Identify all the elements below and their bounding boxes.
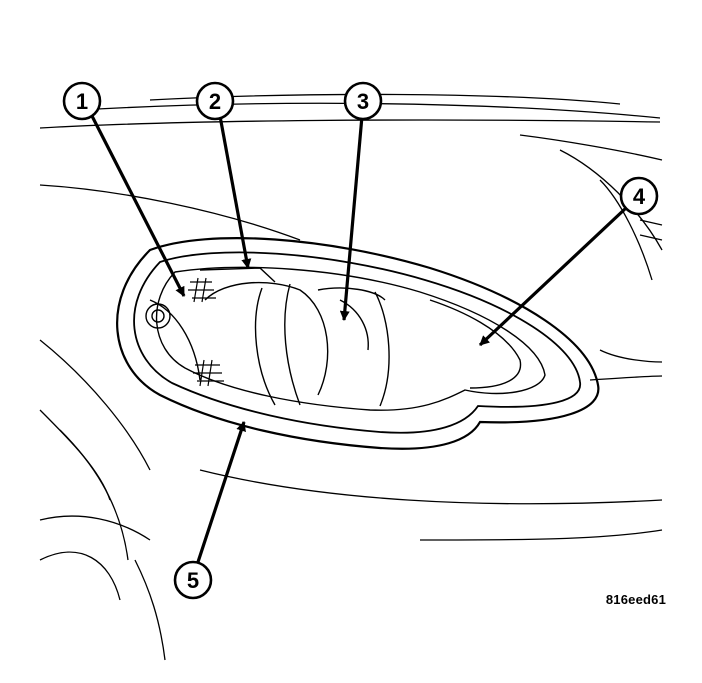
- leader-2: [218, 115, 252, 269]
- callout-number: 5: [187, 568, 199, 593]
- callout-number: 1: [76, 89, 88, 114]
- leader-3: [339, 115, 364, 321]
- lens-hatch-marks: [188, 277, 224, 387]
- vehicle-body-lines: [39, 93, 663, 661]
- callout-5: 5: [173, 560, 213, 600]
- leader-1: [90, 115, 186, 297]
- callout-number: 3: [357, 89, 369, 114]
- callout-2: 2: [195, 81, 235, 121]
- callout-4: 4: [619, 176, 659, 216]
- leader-4: [478, 206, 628, 347]
- callout-number: 2: [209, 89, 221, 114]
- callout-number: 4: [633, 184, 646, 209]
- mounting-screw-icon: [145, 303, 171, 329]
- headlamp-bezel: [116, 237, 600, 450]
- leader-5: [196, 421, 246, 563]
- callout-leaders: [90, 115, 628, 563]
- callout-1: 1: [62, 81, 102, 121]
- figure-code: 816eed61: [605, 592, 666, 607]
- callout-3: 3: [343, 81, 383, 121]
